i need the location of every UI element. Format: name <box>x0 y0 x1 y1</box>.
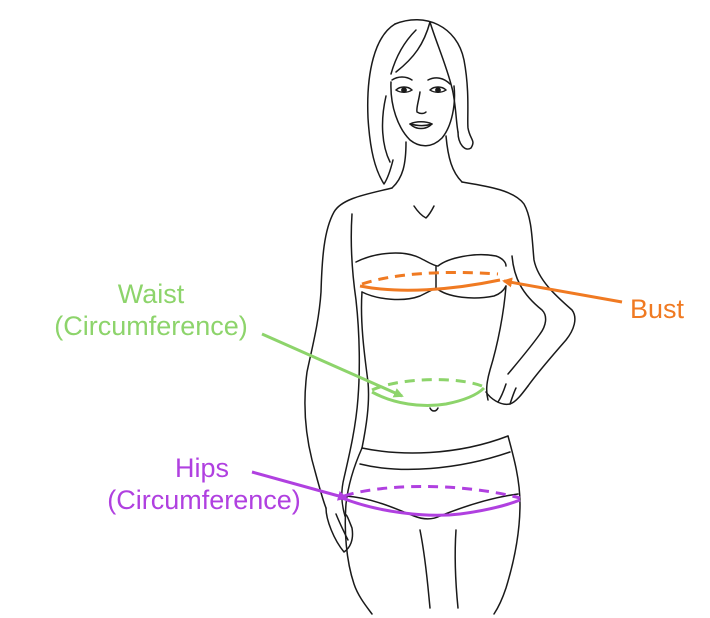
right-eyebrow <box>427 77 451 85</box>
eyes <box>394 86 448 93</box>
panty-waistband-bottom <box>359 451 511 471</box>
hips-dashed-back <box>343 485 521 500</box>
panty-leg-left <box>345 495 441 520</box>
right-hand <box>485 385 529 406</box>
left-shoulder-arm <box>304 187 393 509</box>
inner-thigh-right <box>454 529 459 609</box>
waist-dashed-back <box>371 378 483 392</box>
face-outline <box>390 81 456 147</box>
bust-solid-front <box>359 278 501 292</box>
right-eye <box>428 86 448 93</box>
neck-right <box>445 135 463 183</box>
left-eye <box>394 86 414 93</box>
hips-label: Hips (Circumference) <box>92 452 316 516</box>
right-shoulder <box>461 181 576 387</box>
hair-outline <box>366 23 396 185</box>
bra-top <box>355 252 507 267</box>
waist-arrow <box>261 332 404 398</box>
waist-solid-front <box>371 386 486 407</box>
waist-label-title: Waist <box>117 279 185 309</box>
navel <box>429 407 439 412</box>
hips-label-title: Hips <box>174 453 229 483</box>
bra-bottom-right <box>435 285 507 299</box>
hips-solid-front <box>341 496 521 517</box>
left-hand <box>325 507 354 553</box>
right-forearm <box>507 255 547 375</box>
hair-parting <box>395 21 431 73</box>
hips-arrow <box>251 470 348 501</box>
bust-measurement <box>359 270 623 304</box>
left-hip <box>344 447 373 615</box>
bust-arrow <box>502 277 623 304</box>
left-eyebrow <box>391 76 413 81</box>
bust-label-title: Bust <box>630 294 685 324</box>
panty-leg-right <box>439 493 519 517</box>
waist-measurement <box>261 332 486 407</box>
clavicle <box>413 205 435 219</box>
bust-dashed-back <box>361 270 499 286</box>
waist-label-subtitle: (Circumference) <box>54 311 248 341</box>
panty-waistband-top <box>361 435 509 454</box>
torso-right-side <box>485 285 507 401</box>
nose <box>416 91 427 115</box>
neck-left <box>391 141 407 189</box>
left-inner-arm <box>341 213 361 517</box>
inner-thigh-left <box>419 529 431 609</box>
right-hip <box>493 435 521 615</box>
bust-label: Bust <box>630 293 684 325</box>
hips-measurement <box>251 470 521 517</box>
waist-label: Waist (Circumference) <box>40 278 262 342</box>
hips-label-subtitle: (Circumference) <box>107 485 301 515</box>
hair-right-outline <box>394 19 474 150</box>
torso-left-side <box>360 291 370 449</box>
